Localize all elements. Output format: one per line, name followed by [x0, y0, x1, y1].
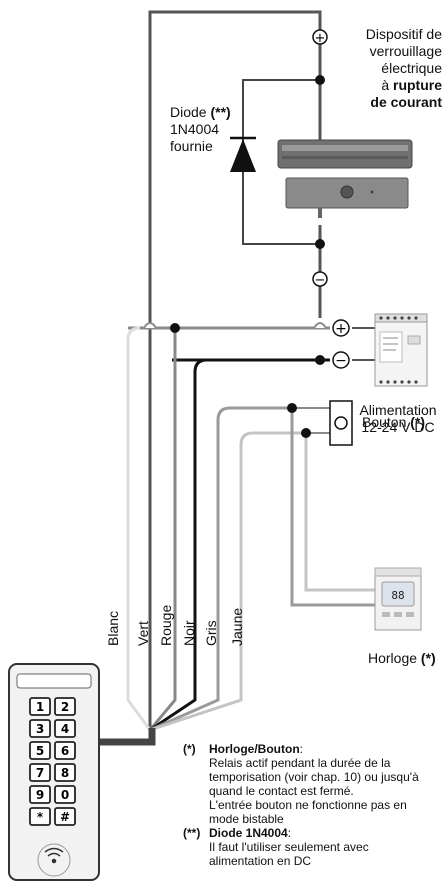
- note-2-text: alimentation en DC: [209, 854, 312, 868]
- diode-label-line: 1N4004: [170, 121, 220, 137]
- wire-label-gris: Gris: [203, 620, 219, 646]
- keypad-key: *: [29, 807, 51, 826]
- wire-noir: [149, 358, 208, 732]
- note-2-heading: (**)Diode 1N4004:: [183, 826, 292, 840]
- svg-text:−: −: [335, 353, 347, 369]
- note-1-text: Relais actif pendant la durée de la: [209, 756, 391, 770]
- wire-clock-1: [290, 408, 375, 607]
- keypad-key: 1: [29, 697, 51, 716]
- svg-text:5: 5: [36, 744, 44, 758]
- terminal-plus-lock: +: [312, 29, 328, 46]
- keypad-key: 0: [54, 785, 76, 804]
- wire-bundle: [98, 728, 156, 746]
- svg-text:0: 0: [61, 788, 69, 802]
- push-button-icon: [329, 400, 353, 446]
- wire-hop-2: [313, 322, 327, 329]
- keypad-key: 5: [29, 741, 51, 760]
- terminal-minus-lock: −: [312, 271, 328, 288]
- clock-module-icon: 88: [374, 567, 422, 631]
- note-1-text: L'entrée bouton ne fonctionne pas en: [209, 798, 407, 812]
- magnetic-lock-icon: [277, 139, 413, 218]
- note-1-text: temporisation (voir chap. 10) ou jusqu'à: [209, 770, 419, 784]
- svg-text:#: #: [60, 810, 70, 824]
- power-supply-icon: [374, 313, 428, 387]
- terminal-plus-psu: +: [332, 319, 350, 337]
- keypad-key: 2: [54, 697, 76, 716]
- keypad-key: 6: [54, 741, 76, 760]
- button-label: Bouton (*): [362, 414, 426, 430]
- keypad-device: [8, 663, 100, 881]
- footnotes: (*)Horloge/Bouton: Relais actif pendant …: [183, 742, 445, 868]
- lock-label-line: Dispositif de: [365, 26, 442, 42]
- wire-psu-leads: [352, 327, 375, 361]
- wire-button: [292, 407, 330, 434]
- wire-label-vert: Vert: [135, 621, 151, 646]
- note-1-heading: (*)Horloge/Bouton:: [183, 742, 303, 756]
- lock-label-line: à rupture: [381, 77, 442, 93]
- wire-label-rouge: Rouge: [158, 604, 174, 646]
- keypad-key: 3: [29, 719, 51, 738]
- note-1-text: quand le contact est fermé.: [209, 784, 354, 798]
- psu-label-line: Alimentation: [359, 402, 437, 418]
- svg-text:4: 4: [61, 722, 69, 736]
- wire-blanc: [126, 326, 152, 731]
- svg-text:2: 2: [61, 700, 69, 714]
- keypad-key: 7: [29, 763, 51, 782]
- svg-text:+: +: [315, 31, 326, 46]
- note-2-text: Il faut l'utiliser seulement avec: [209, 840, 369, 854]
- svg-text:7: 7: [36, 766, 44, 780]
- svg-text:*: *: [37, 810, 44, 824]
- wire-gris: [149, 406, 292, 732]
- diode-symbol: [230, 136, 256, 172]
- diode-label-line: Diode (**): [170, 104, 231, 120]
- lock-label-line: électrique: [381, 60, 442, 76]
- lock-label-line: verrouillage: [369, 43, 442, 59]
- wire-main-loop: [148, 10, 322, 732]
- svg-text:8: 8: [61, 766, 69, 780]
- wire-label-blanc: Blanc: [105, 610, 121, 646]
- svg-text:1: 1: [36, 700, 44, 714]
- svg-text:6: 6: [61, 744, 69, 758]
- diode-label: Diode (**) 1N4004 fournie: [170, 104, 231, 155]
- wire-rouge: [148, 328, 177, 731]
- note-1-text: mode bistable: [209, 812, 284, 826]
- svg-text:88: 88: [391, 589, 404, 602]
- wire-label-jaune: Jaune: [229, 607, 245, 646]
- svg-text:3: 3: [36, 722, 44, 736]
- psu-label: Alimentation 12-24 V DC: [352, 402, 444, 436]
- lock-label-line: de courant: [370, 94, 442, 110]
- lock-label: Dispositif de verrouillage électrique à …: [318, 26, 442, 111]
- keypad-keys: 1 2 3 4 5 6 7 8 9 0 * #: [29, 697, 76, 826]
- wire-jaune: [149, 431, 306, 732]
- svg-text:+: +: [335, 321, 347, 337]
- psu-label-line: 12-24 V DC: [361, 419, 435, 435]
- nfc-icon: [44, 847, 64, 864]
- svg-text:9: 9: [36, 788, 44, 802]
- wire-label-noir: Noir: [181, 620, 197, 646]
- clock-label: Horloge (*): [368, 650, 436, 666]
- svg-text:−: −: [315, 273, 326, 288]
- junction-dots: [170, 75, 325, 438]
- keypad-key: 9: [29, 785, 51, 804]
- terminal-minus-psu: −: [332, 351, 350, 369]
- keypad-key: 8: [54, 763, 76, 782]
- wire-hop-1: [143, 322, 157, 329]
- keypad-key: 4: [54, 719, 76, 738]
- wire-clock-2: [304, 433, 375, 592]
- diode-label-line: fournie: [170, 138, 213, 154]
- keypad-key: #: [54, 807, 76, 826]
